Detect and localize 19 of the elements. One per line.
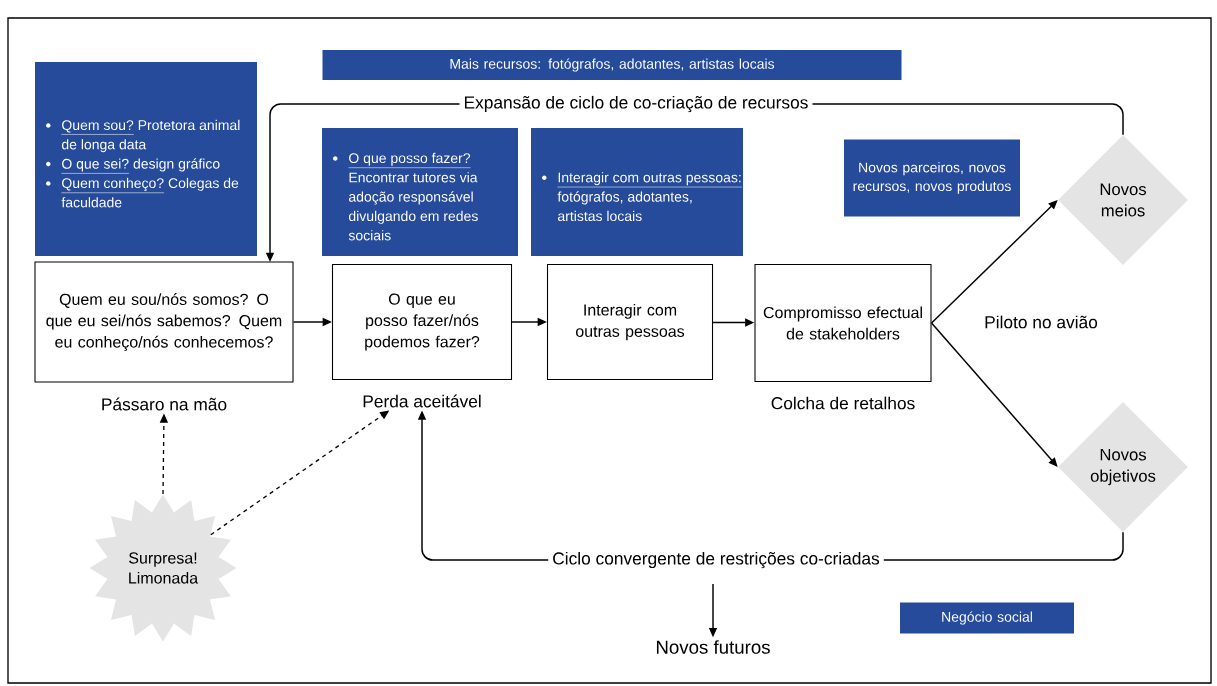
bullet-list-box: Quem sou? Protetora animal de longa data O que sei? design gráfico Quem conheço? Colegas de faculdade: [35, 62, 257, 256]
node-caption: Pássaro na mão: [102, 397, 227, 411]
bullet-list-box: O que posso fazer? Encontrar tutores via adoção responsável divulgando em redes sociais: [322, 128, 518, 256]
arrow: [930, 200, 1058, 324]
process-box: Quem eu sou/nós somos? O que eu sei/nós sabemos? Quem eu conheço/nós conhecemos?: [34, 261, 294, 383]
node-caption: Perda aceitável: [363, 394, 481, 408]
principle-label: Piloto no avião: [985, 315, 1098, 329]
info-box: Mais recursos: fotógrafos, adotantes, artistas locais: [322, 50, 902, 80]
node-caption: Colcha de retalhos: [771, 396, 915, 410]
process-box: O que eu posso fazer/nós podemos fazer?: [331, 263, 513, 381]
info-box: Novos parceiros, novos recursos, novos produtos: [844, 139, 1020, 217]
edge-label: Ciclo convergente de restrições co-criadas: [548, 547, 884, 573]
edge-label: Expansão de ciclo de co-criação de recursos: [459, 91, 813, 117]
bullet-list-box: Interagir com outras pessoas: fotógrafos, adotantes, artistas locais: [531, 128, 743, 256]
arrow: [930, 322, 1058, 467]
process-box: Compromisso efectual de stakeholders: [754, 263, 932, 383]
outcome-text: Novos futuros: [656, 640, 770, 654]
process-box: Interagir com outras pessoas: [546, 263, 714, 381]
info-box: Negócio social: [900, 602, 1074, 634]
